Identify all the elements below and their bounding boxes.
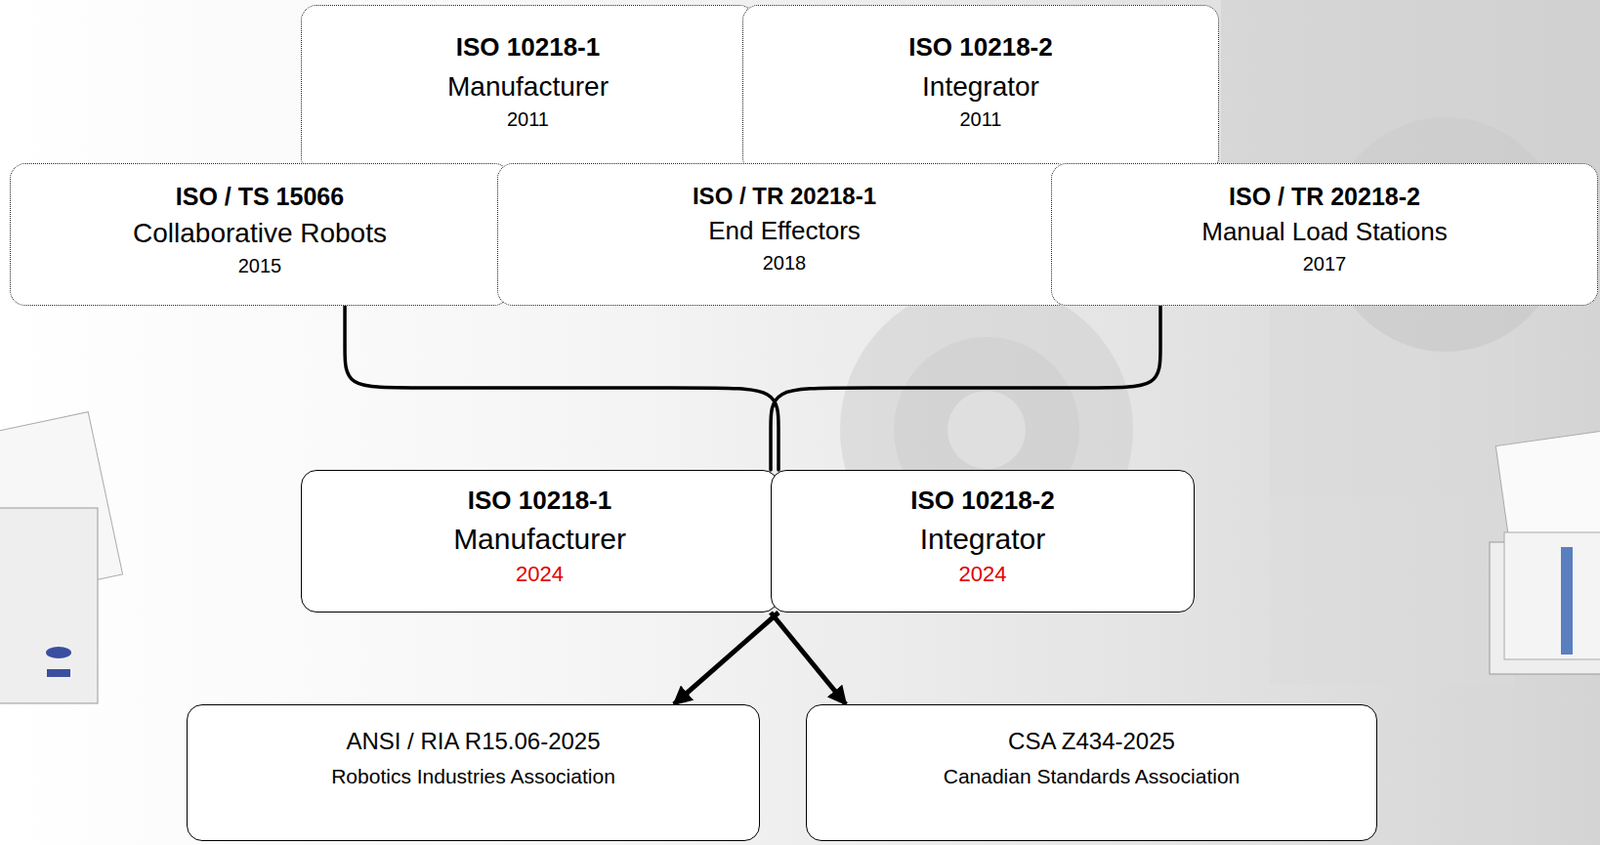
source-standard-box: ISO 10218-2Integrator 2011 [742, 4, 1220, 173]
standard-scope: Integrator [922, 69, 1040, 104]
standard-name: ISO 10218-1 [467, 484, 612, 517]
standard-name: ISO 10218-2 [910, 484, 1054, 517]
standard-booklet-right [1489, 429, 1600, 674]
standard-name: ISO / TS 15066 [175, 181, 344, 212]
standard-scope: Canadian Standards Association [943, 763, 1241, 790]
standard-scope: Robotics Industries Association [331, 763, 616, 790]
derivation-arrow [770, 612, 846, 705]
standard-name: ISO 10218-2 [908, 31, 1053, 64]
source-standard-box: ISO / TR 20218-2Manual Load Stations 2017 [1051, 163, 1599, 306]
merge-line [770, 305, 1161, 470]
standard-year: 2011 [959, 107, 1002, 132]
merge-line [344, 305, 779, 470]
standard-name: ISO / TR 20218-1 [692, 181, 877, 211]
source-standard-box: ISO 10218-1Manufacturer 2011 [300, 4, 756, 173]
standard-scope: Manufacturer [453, 520, 627, 558]
national-standard-box: ANSI / RIA R15.06-2025Robotics Industrie… [186, 704, 760, 842]
standard-scope: Integrator [920, 520, 1046, 558]
standard-scope: Manufacturer [447, 69, 609, 104]
standard-booklet-left [0, 412, 124, 704]
revised-standard-box: ISO 10218-1Manufacturer2024 [300, 469, 779, 613]
standard-year: 2011 [506, 107, 549, 132]
standard-year: 2015 [238, 253, 283, 279]
standard-scope: Collaborative Robots [132, 215, 387, 251]
standard-name: ISO 10218-1 [456, 31, 600, 64]
standard-year: 2024 [959, 560, 1008, 589]
revised-standard-box: ISO 10218-2Integrator2024 [770, 469, 1195, 613]
source-standard-box: ISO / TR 20218-1End Effectors 2018 [497, 163, 1072, 306]
standard-name: ISO / TR 20218-2 [1228, 181, 1421, 212]
standard-scope: Manual Load Stations [1201, 215, 1448, 249]
national-standard-box: CSA Z434-2025Canadian Standards Associat… [805, 704, 1378, 842]
standard-year: 2018 [762, 251, 807, 276]
standard-scope: End Effectors [708, 214, 861, 248]
standard-name: CSA Z434-2025 [1008, 726, 1176, 757]
source-standard-box: ISO / TS 15066Collaborative Robots2015 [9, 163, 510, 306]
standard-name: ANSI / RIA R15.06-2025 [345, 726, 600, 757]
standard-year: 2017 [1303, 252, 1348, 277]
standard-year: 2024 [515, 560, 564, 589]
derivation-arrow [673, 612, 779, 705]
